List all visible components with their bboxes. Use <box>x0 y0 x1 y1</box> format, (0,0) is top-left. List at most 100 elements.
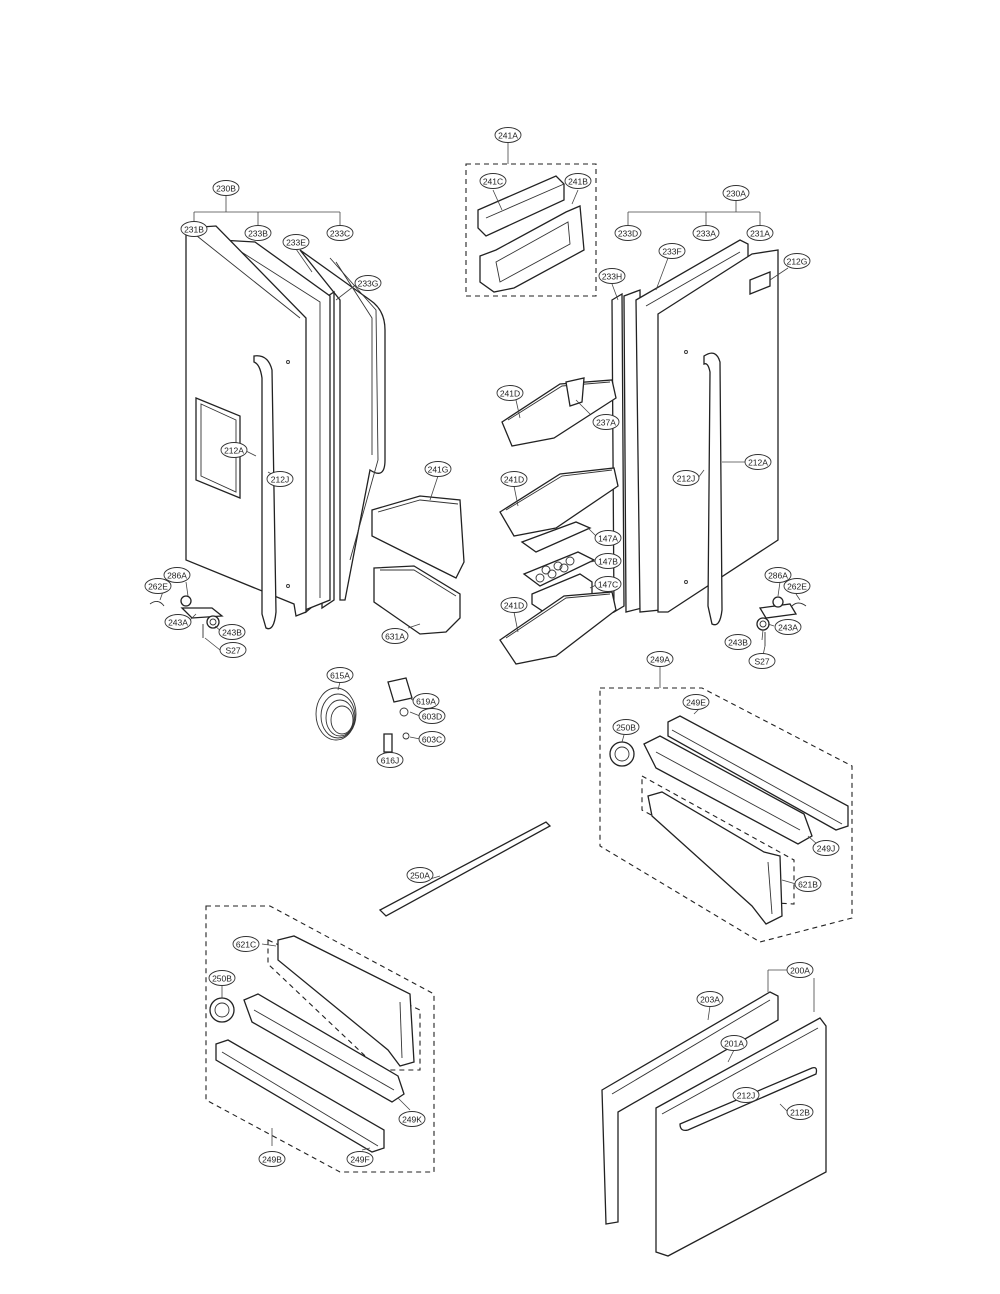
callout-bubble <box>500 597 528 613</box>
rail-assembly-249A <box>599 666 853 943</box>
callout-text: 212A <box>224 446 244 456</box>
callout-bubble <box>219 642 247 658</box>
callout-615a: 615A <box>326 667 354 683</box>
callout-text: 243A <box>778 623 798 633</box>
callout-616j: 616J <box>376 752 404 768</box>
callout-text: 201A <box>724 1039 744 1049</box>
right-door-handle <box>703 352 723 626</box>
callout-233e: 233E <box>282 234 310 250</box>
callout-text: 241D <box>504 475 524 485</box>
callout-text: 147B <box>598 557 618 567</box>
callout-241b: 241B <box>564 173 592 189</box>
callout-bubble <box>612 719 640 735</box>
callout-bubble <box>774 619 802 635</box>
callout-bubble <box>244 225 272 241</box>
callout-s27: S27 <box>219 642 247 658</box>
callout-241a: 241A <box>494 127 522 143</box>
callout-212j: 212J <box>732 1087 760 1103</box>
callout-text: 233C <box>330 229 350 239</box>
callout-bubble <box>672 470 700 486</box>
callout-bubble <box>722 185 750 201</box>
callout-603d: 603D <box>418 708 446 724</box>
callout-bubble <box>326 667 354 683</box>
callout-250b: 250B <box>612 719 640 735</box>
callout-text: 233D <box>618 229 638 239</box>
callout-249e: 249E <box>682 694 710 710</box>
callout-249b: 249B <box>258 1151 286 1167</box>
callout-text: 233A <box>696 229 716 239</box>
callout-241d: 241D <box>500 471 528 487</box>
callout-241d: 241D <box>500 597 528 613</box>
callout-233a: 233A <box>692 225 720 241</box>
callout-233f: 233F <box>658 243 686 259</box>
callout-147c: 147C <box>594 576 622 592</box>
callout-bubble <box>258 1151 286 1167</box>
tie-bar-250A <box>378 821 552 917</box>
callout-631a: 631A <box>381 628 409 644</box>
callout-bubble <box>496 385 524 401</box>
bracket-621B <box>647 791 783 925</box>
callout-212j: 212J <box>672 470 700 486</box>
left-door-assembly <box>149 196 386 651</box>
callout-text: 249K <box>402 1115 422 1125</box>
callout-bubble <box>180 221 208 237</box>
callout-621c: 621C <box>232 936 260 952</box>
callout-text: 250B <box>616 723 636 733</box>
callout-243b: 243B <box>724 634 752 650</box>
callout-text: 243A <box>168 618 188 628</box>
egg-tray <box>522 551 596 587</box>
bin-assembly-241A <box>465 142 597 297</box>
right-door-badge-212G <box>749 271 771 295</box>
callout-text: 250A <box>410 871 430 881</box>
callout-249k: 249K <box>398 1111 426 1127</box>
door-bin-top <box>501 379 617 447</box>
callout-233g: 233G <box>354 275 382 291</box>
drawer-gasket-203A <box>601 991 779 1225</box>
callout-bubble <box>232 936 260 952</box>
callout-250a: 250A <box>406 867 434 883</box>
callout-bubble <box>144 578 172 594</box>
callout-text: 241D <box>500 389 520 399</box>
gear-250B-right <box>609 741 635 767</box>
callout-bubble <box>764 567 792 583</box>
tie-bar <box>378 821 552 917</box>
callout-bubble <box>376 752 404 768</box>
callout-bubble <box>479 173 507 189</box>
callout-241g: 241G <box>424 461 452 477</box>
drawer-front-212B <box>655 1017 827 1257</box>
callout-bubble <box>744 454 772 470</box>
callout-212j: 212J <box>266 471 294 487</box>
callout-text: 262E <box>148 582 168 592</box>
callout-text: 212A <box>748 458 768 468</box>
callout-text: 249E <box>686 698 706 708</box>
callout-286a: 286A <box>764 567 792 583</box>
bracket-621C <box>277 935 415 1067</box>
callout-243a: 243A <box>164 614 192 630</box>
callout-bubble <box>354 275 382 291</box>
callout-bubble <box>424 461 452 477</box>
callout-243b: 243B <box>218 624 246 640</box>
callout-text: 249B <box>262 1155 282 1165</box>
callout-bubble <box>696 991 724 1007</box>
callout-text: S27 <box>225 646 240 656</box>
callout-bubble <box>326 225 354 241</box>
callout-bubble <box>720 1035 748 1051</box>
callout-text: 621B <box>798 880 818 890</box>
callout-233c: 233C <box>326 225 354 241</box>
callout-bubble <box>658 243 686 259</box>
callout-bubble <box>494 127 522 143</box>
callout-bubble <box>212 180 240 196</box>
callout-text: 212J <box>737 1091 755 1101</box>
callout-230b: 230B <box>212 180 240 196</box>
water-line-parts <box>315 677 421 761</box>
callout-text: 241A <box>498 131 518 141</box>
callout-bubble <box>783 578 811 594</box>
callout-text: 241D <box>504 601 524 611</box>
callout-bubble <box>594 553 622 569</box>
callout-text: 212B <box>790 1108 810 1118</box>
callout-text: 619A <box>416 697 436 707</box>
door-bin-middle <box>499 467 619 537</box>
callout-bubble <box>682 694 710 710</box>
callout-text: 241C <box>483 177 503 187</box>
